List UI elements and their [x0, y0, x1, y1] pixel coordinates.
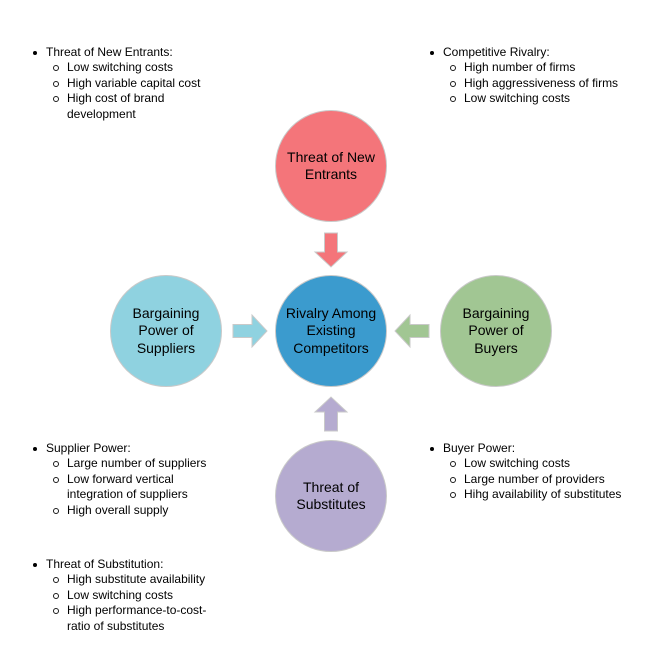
- list-item-text: Low switching costs: [464, 91, 571, 106]
- hollow-bullet-icon: [53, 65, 59, 72]
- hollow-bullet-icon: [53, 577, 59, 584]
- list-item: High performance-to-cost-ratio of substi…: [31, 603, 225, 634]
- list-title: Buyer Power:: [443, 441, 516, 455]
- annotation-list-supplier-power: Supplier Power: Large number of supplier…: [31, 441, 225, 518]
- list-item-text: High variable capital cost: [67, 75, 201, 90]
- list-item-text: Hihg availability of substitutes: [464, 487, 622, 502]
- list-item: High substitute availability: [31, 572, 225, 587]
- list-item: High number of firms: [428, 60, 622, 75]
- list-item: High overall supply: [31, 503, 225, 518]
- list-item: High aggressiveness of firms: [428, 76, 622, 91]
- hollow-bullet-icon: [450, 96, 456, 103]
- bullet-icon: [33, 447, 37, 451]
- node-threat-of-substitutes: Threat of Substitutes: [275, 440, 387, 552]
- hollow-bullet-icon: [53, 608, 59, 615]
- bullet-icon: [33, 563, 37, 567]
- list-title-row: Buyer Power:: [428, 441, 622, 456]
- list-item: Large number of suppliers: [31, 456, 225, 471]
- node-label: Bargaining Power of Buyers: [462, 304, 530, 356]
- list-title-row: Threat of New Entrants:: [31, 45, 225, 60]
- annotation-list-threat-of-new-entrants: Threat of New Entrants: Low switching co…: [31, 45, 225, 122]
- arrow-right-icon: [232, 313, 268, 349]
- list-item-text: Large number of providers: [464, 471, 605, 486]
- bullet-icon: [33, 51, 37, 55]
- bullet-icon: [430, 51, 434, 55]
- list-title-row: Threat of Substitution:: [31, 557, 225, 572]
- node-rivalry-among-existing-competitors: Rivalry Among Existing Competitors: [275, 275, 387, 387]
- list-title-row: Supplier Power:: [31, 441, 225, 456]
- hollow-bullet-icon: [53, 592, 59, 599]
- hollow-bullet-icon: [450, 492, 456, 499]
- hollow-bullet-icon: [53, 461, 59, 468]
- list-item-text: High performance-to-cost-ratio of substi…: [67, 603, 207, 633]
- list-item: High variable capital cost: [31, 76, 225, 91]
- hollow-bullet-icon: [450, 461, 456, 468]
- list-item-text: Low switching costs: [67, 587, 174, 602]
- hollow-bullet-icon: [53, 507, 59, 514]
- list-item: Low switching costs: [31, 588, 225, 603]
- annotation-list-competitive-rivalry: Competitive Rivalry: High number of firm…: [428, 45, 622, 107]
- list-item: Hihg availability of substitutes: [428, 487, 622, 502]
- node-bargaining-power-of-buyers: Bargaining Power of Buyers: [440, 275, 552, 387]
- annotation-list-buyer-power: Buyer Power: Low switching costs Large n…: [428, 441, 622, 503]
- annotation-list-threat-of-substitution: Threat of Substitution: High substitute …: [31, 557, 225, 634]
- list-item-text: High substitute availability: [67, 572, 206, 587]
- list-item: Low switching costs: [31, 60, 225, 75]
- list-item: Low forward vertical integration of supp…: [31, 472, 225, 503]
- hollow-bullet-icon: [53, 476, 59, 483]
- list-item-text: Low forward vertical integration of supp…: [67, 471, 188, 502]
- arrow-left-icon: [394, 313, 430, 349]
- node-label: Bargaining Power of Suppliers: [132, 304, 200, 356]
- node-label: Threat of Substitutes: [296, 478, 366, 513]
- list-item-text: Low switching costs: [464, 456, 571, 471]
- list-title-row: Competitive Rivalry:: [428, 45, 622, 60]
- list-title: Supplier Power:: [46, 441, 131, 455]
- list-item-text: High overall supply: [67, 502, 169, 517]
- list-item-text: High cost of brand development: [67, 91, 165, 121]
- list-item: Large number of providers: [428, 472, 622, 487]
- hollow-bullet-icon: [450, 65, 456, 72]
- list-title: Competitive Rivalry:: [443, 45, 550, 59]
- list-item-text: Low switching costs: [67, 60, 174, 75]
- list-item-text: High number of firms: [464, 60, 576, 75]
- node-threat-of-new-entrants: Threat of New Entrants: [275, 110, 387, 222]
- list-title: Threat of Substitution:: [46, 557, 164, 571]
- list-item: Low switching costs: [428, 91, 622, 106]
- node-label: Threat of New Entrants: [287, 148, 375, 183]
- hollow-bullet-icon: [450, 80, 456, 87]
- node-bargaining-power-of-suppliers: Bargaining Power of Suppliers: [110, 275, 222, 387]
- list-item-text: High aggressiveness of firms: [464, 75, 619, 90]
- hollow-bullet-icon: [450, 476, 456, 483]
- list-item-text: Large number of suppliers: [67, 456, 207, 471]
- bullet-icon: [430, 447, 434, 451]
- arrow-up-icon: [313, 396, 349, 432]
- node-label: Rivalry Among Existing Competitors: [285, 304, 377, 356]
- arrow-down-icon: [313, 232, 349, 268]
- hollow-bullet-icon: [53, 96, 59, 103]
- hollow-bullet-icon: [53, 80, 59, 87]
- list-item: High cost of brand development: [31, 91, 225, 122]
- list-title: Threat of New Entrants:: [46, 45, 173, 59]
- list-item: Low switching costs: [428, 456, 622, 471]
